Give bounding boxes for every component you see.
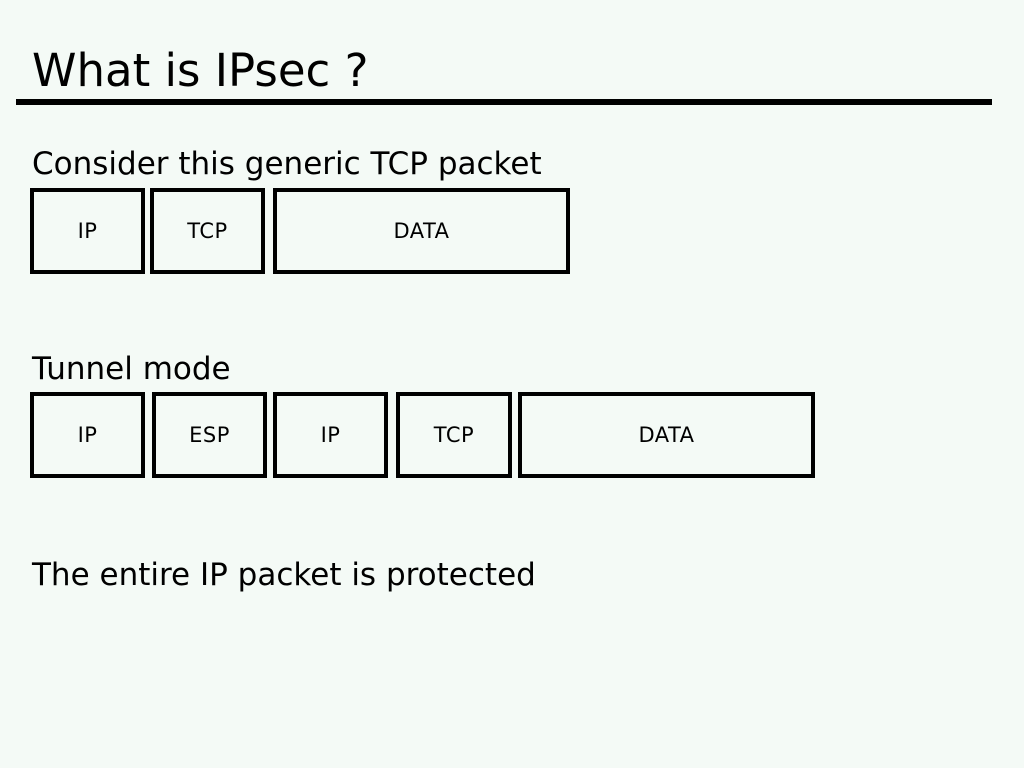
- packet-box-label: IP: [320, 423, 341, 447]
- packet-box-label: TCP: [187, 219, 228, 243]
- packet-box-label: IP: [77, 423, 98, 447]
- packet-diagram-generic-tcp: IP TCP DATA: [0, 188, 1024, 274]
- row1-box-ip: IP: [30, 188, 145, 274]
- packet-box-label: DATA: [393, 219, 450, 243]
- packet-box-label: TCP: [433, 423, 475, 447]
- packet-box-label: IP: [77, 219, 98, 243]
- section-1-caption: Consider this generic TCP packet: [32, 146, 542, 182]
- title-divider: [16, 99, 992, 105]
- row1-box-data: DATA: [273, 188, 570, 274]
- footer-text: The entire IP packet is protected: [32, 557, 536, 593]
- packet-box-label: DATA: [638, 423, 695, 447]
- section-2-caption: Tunnel mode: [32, 351, 231, 387]
- row2-box-data: DATA: [518, 392, 815, 478]
- row2-box-tcp: TCP: [396, 392, 512, 478]
- packet-box-label: ESP: [189, 423, 230, 447]
- page-title: What is IPsec ?: [32, 44, 369, 97]
- row1-box-tcp: TCP: [150, 188, 265, 274]
- row2-box-ip-inner: IP: [273, 392, 388, 478]
- packet-diagram-tunnel-mode: IP ESP IP TCP DATA: [0, 392, 1024, 478]
- row2-box-esp: ESP: [152, 392, 267, 478]
- row2-box-ip-outer: IP: [30, 392, 145, 478]
